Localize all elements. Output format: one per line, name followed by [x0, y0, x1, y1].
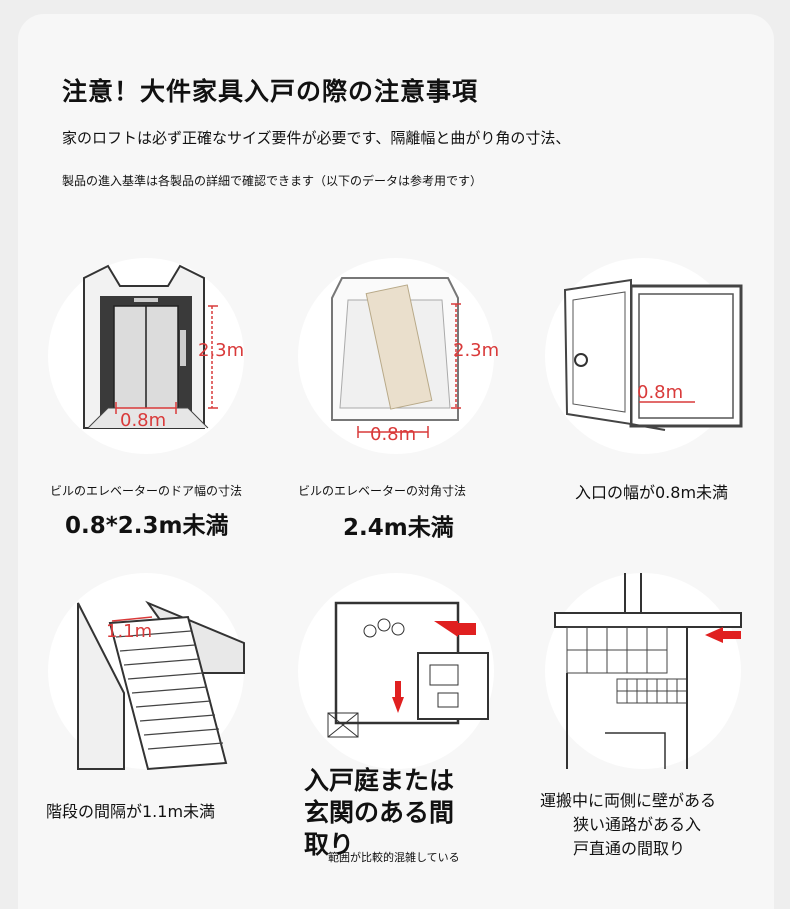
stairs-icon: 1.1m — [77, 600, 245, 771]
caption-line: 戸直通の間取り — [573, 839, 686, 858]
door-icon: 0.8m — [563, 278, 743, 431]
item-value: 0.8*2.3m未満 — [65, 513, 229, 539]
intro-line-1: 家のロフトは必ず正確なサイズ要件が必要です、隔離幅と曲がり角の寸法、 — [62, 129, 571, 147]
item-caption: ビルのエレベーターの対角寸法 — [298, 484, 467, 498]
dimension-height-label: 2.3m — [453, 340, 499, 361]
floor-plan-icon — [327, 601, 489, 738]
caption-line: 狭い通路がある入 — [573, 815, 702, 834]
elevator-door-illustration: 2.3m 0.8m — [48, 258, 244, 454]
intro-line-2: 製品の進入基準は各製品の詳細で確認できます（以下のデータは参考用です） — [62, 174, 483, 188]
item-caption-multiline: 運搬中に両側に壁がある 狭い通路がある入 戸直通の間取り — [540, 789, 716, 861]
dimension-width-label: 0.8m — [120, 410, 166, 431]
entrance-yard-illustration — [298, 573, 494, 769]
item-caption-multiline: 入戸庭または 玄関のある間 取り — [304, 765, 454, 861]
stairs-illustration: 1.1m — [48, 573, 245, 771]
dimension-width-label: 0.8m — [637, 382, 683, 403]
corridor-illustration — [545, 573, 742, 769]
page-title: 注意！大件家具入戸の際の注意事項 — [62, 77, 479, 106]
caption-line: 取り — [304, 830, 355, 859]
entrance-door-illustration: 0.8m — [545, 258, 743, 454]
caption-line: 運搬中に両側に壁がある — [540, 791, 717, 810]
dimension-height-label: 2.3m — [198, 340, 244, 361]
item-value: 2.4m未満 — [343, 515, 454, 541]
item-caption: 入口の幅が0.8m未満 — [575, 483, 729, 502]
item-caption: ビルのエレベーターのドア幅の寸法 — [50, 484, 243, 498]
caption-line: 玄関のある間 — [304, 798, 455, 827]
item-caption: 階段の間隔が1.1m未満 — [46, 802, 216, 821]
elevator-door-icon: 2.3m 0.8m — [83, 264, 244, 431]
elevator-diagonal-illustration: 2.3m 0.8m — [298, 258, 499, 454]
caption-line: 入戸庭または — [304, 766, 455, 795]
item-overlay-note: 範囲が比較的混雑している — [328, 851, 460, 864]
dimension-width-label: 1.1m — [106, 621, 152, 642]
dimension-width-label: 0.8m — [370, 424, 416, 445]
corridor-plan-icon — [554, 573, 742, 769]
elevator-diagonal-icon: 2.3m 0.8m — [331, 277, 499, 445]
